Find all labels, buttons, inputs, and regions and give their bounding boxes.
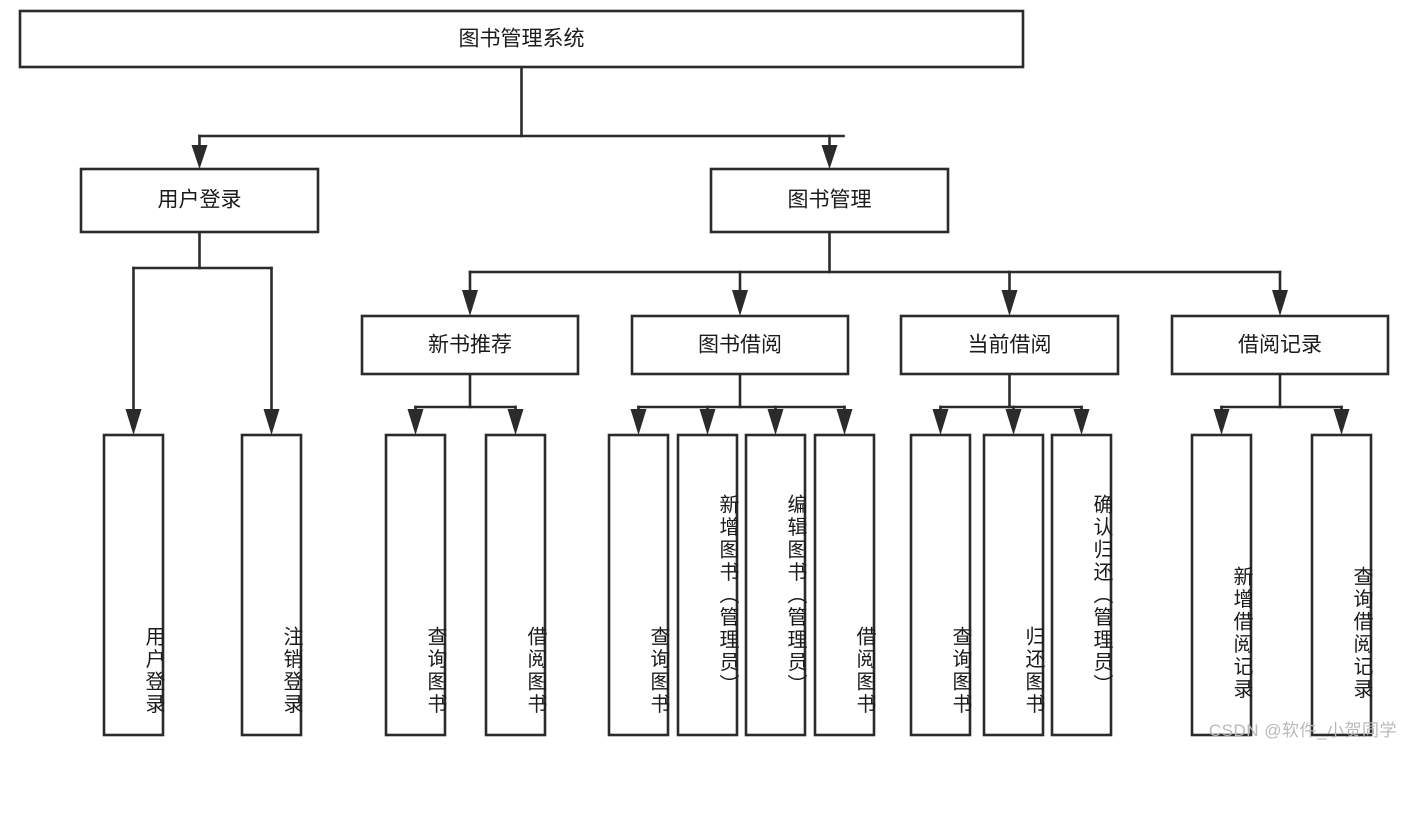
node-box-leaf-add-borrow-record[interactable]	[1190, 433, 1253, 737]
arrowhead-leaf-return-book	[1005, 409, 1022, 435]
connector-group-book-borrow	[630, 372, 853, 435]
node-box-leaf-query-book-borrow[interactable]	[607, 433, 670, 737]
node-box-leaf-query-book-current[interactable]	[909, 433, 972, 737]
node-box-leaf-confirm-return-admin[interactable]	[1050, 433, 1113, 737]
node-box-leaf-return-book[interactable]	[982, 433, 1045, 737]
arrowhead-book-management	[821, 145, 838, 169]
node-box-root[interactable]	[18, 9, 1025, 69]
node-box-leaf-borrow-book-recommend[interactable]	[484, 433, 547, 737]
arrowhead-leaf-query-book-borrow	[630, 409, 647, 435]
node-box-book-management[interactable]	[709, 167, 950, 234]
node-label-book-borrow: 图书借阅	[698, 334, 782, 357]
csdn-watermark: CSDN @软件_小贺同学	[1208, 721, 1397, 740]
connector-group-new-book-recommend	[407, 372, 524, 435]
connector-group-book-management	[462, 230, 1288, 316]
arrowhead-leaf-add-book-admin	[699, 409, 716, 435]
arrowhead-new-book-recommend	[462, 290, 478, 316]
arrowhead-leaf-borrow-book	[836, 409, 853, 435]
node-box-leaf-logout[interactable]	[240, 433, 303, 737]
node-box-leaf-query-book-recommend[interactable]	[384, 433, 447, 737]
node-box-user-login[interactable]	[79, 167, 320, 234]
arrowhead-leaf-confirm-return-admin	[1073, 409, 1090, 435]
connector-group-current-borrow	[932, 372, 1090, 435]
connector-group-root	[191, 65, 845, 169]
node-box-leaf-query-borrow-record[interactable]	[1310, 433, 1373, 737]
node-label-borrow-record: 借阅记录	[1238, 334, 1322, 357]
arrowhead-current-borrow	[1001, 290, 1018, 316]
node-box-leaf-add-book-admin[interactable]	[676, 433, 739, 737]
node-label-current-borrow: 当前借阅	[968, 334, 1052, 357]
node-box-leaf-user-login[interactable]	[102, 433, 165, 737]
arrowhead-leaf-query-borrow-record	[1333, 409, 1350, 435]
hierarchy-diagram-svg: 图书管理系统 用户登录 图书管理 新书推荐 图书借阅 当前借阅 借阅记录	[18, 9, 1390, 737]
node-box-current-borrow[interactable]	[899, 314, 1120, 376]
arrowhead-user-login	[191, 145, 208, 169]
node-label-root: 图书管理系统	[459, 28, 585, 51]
arrowhead-book-borrow	[732, 290, 748, 316]
node-box-new-book-recommend[interactable]	[360, 314, 580, 376]
connector-group-borrow-record	[1213, 372, 1350, 435]
arrowhead-borrow-record	[1272, 290, 1288, 316]
arrowhead-leaf-logout	[263, 409, 280, 435]
node-box-book-borrow[interactable]	[630, 314, 850, 376]
arrowhead-leaf-borrow-book-recommend	[507, 409, 524, 435]
node-label-new-book-recommend: 新书推荐	[428, 334, 512, 357]
arrowhead-leaf-user-login	[125, 409, 142, 435]
connector-group-user-login	[125, 230, 280, 435]
node-label-user-login: 用户登录	[158, 189, 242, 212]
diagram-canvas: 图书管理系统 用户登录 图书管理 新书推荐 图书借阅 当前借阅 借阅记录 用户登…	[18, 9, 1397, 740]
arrowhead-leaf-add-borrow-record	[1213, 409, 1230, 435]
arrowhead-leaf-edit-book-admin	[767, 409, 784, 435]
node-box-borrow-record[interactable]	[1170, 314, 1390, 376]
arrowhead-leaf-query-book-recommend	[407, 409, 424, 435]
arrowhead-leaf-query-book-current	[932, 409, 949, 435]
node-box-leaf-edit-book-admin[interactable]	[744, 433, 807, 737]
node-label-book-management: 图书管理	[788, 189, 872, 212]
node-box-leaf-borrow-book[interactable]	[813, 433, 876, 737]
